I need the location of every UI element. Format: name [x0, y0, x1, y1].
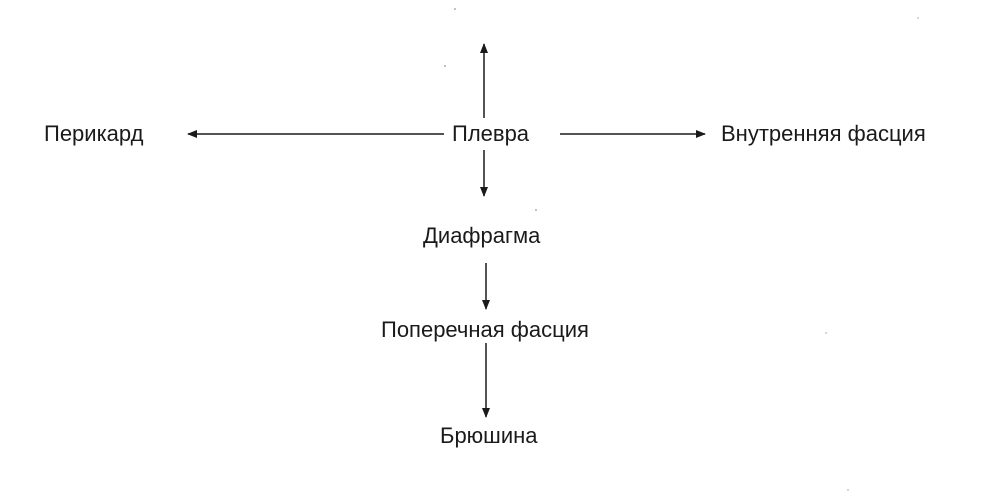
node-pericardium: Перикард — [41, 121, 147, 147]
scan-speck — [917, 17, 919, 19]
scan-speck — [444, 65, 446, 67]
node-diaphragm: Диафрагма — [420, 223, 544, 249]
node-pleura: Плевра — [449, 121, 533, 147]
node-transverse-fascia: Поперечная фасция — [378, 317, 592, 343]
node-internal-fascia: Внутренняя фасция — [718, 121, 929, 147]
node-peritoneum: Брюшина — [437, 423, 541, 449]
scan-speck — [825, 332, 827, 334]
scan-speck — [847, 489, 849, 491]
scan-speck — [535, 209, 537, 211]
scan-speck — [454, 8, 456, 10]
